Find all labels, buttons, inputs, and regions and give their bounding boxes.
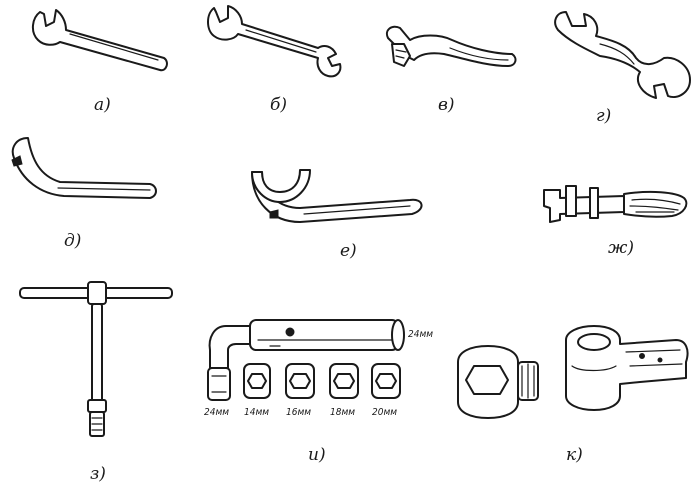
monkey-wrench-zh bbox=[543, 185, 688, 223]
socket-20mm bbox=[371, 363, 401, 399]
handle-size-label: 24мм bbox=[408, 329, 434, 340]
panel-label-b: б) bbox=[270, 95, 288, 115]
panel-label-k: к) bbox=[566, 445, 583, 465]
adjustable-wrench-v bbox=[386, 25, 517, 67]
open-end-wrench-a bbox=[32, 9, 168, 72]
socket-set-i bbox=[207, 319, 405, 401]
double-open-end-wrench-b bbox=[207, 5, 342, 78]
panel-label-v: в) bbox=[438, 95, 455, 115]
s-shaped-wrench-g bbox=[554, 11, 691, 99]
panel-label-z: з) bbox=[90, 464, 106, 484]
t-handle-wrench-z bbox=[19, 281, 173, 437]
socket-size-label: 20мм bbox=[372, 407, 398, 418]
panel-label-e: е) bbox=[340, 241, 357, 261]
panel-label-zh: ж) bbox=[608, 238, 634, 258]
panel-label-a: а) bbox=[94, 95, 111, 115]
socket-16mm bbox=[285, 363, 315, 399]
panel-label-i: и) bbox=[308, 445, 326, 465]
pin-spanner-e bbox=[251, 169, 423, 223]
panel-label-g: г) bbox=[596, 106, 612, 126]
hook-spanner-d bbox=[11, 137, 157, 199]
socket-size-label: 14мм bbox=[244, 407, 270, 418]
socket-size-label: 16мм bbox=[286, 407, 312, 418]
socket-and-ratchet-k bbox=[457, 325, 689, 419]
socket-size-label: 24мм bbox=[204, 407, 230, 418]
socket-18mm bbox=[329, 363, 359, 399]
socket-14mm bbox=[243, 363, 271, 399]
socket-size-label: 18мм bbox=[330, 407, 356, 418]
panel-label-d: д) bbox=[64, 231, 82, 251]
